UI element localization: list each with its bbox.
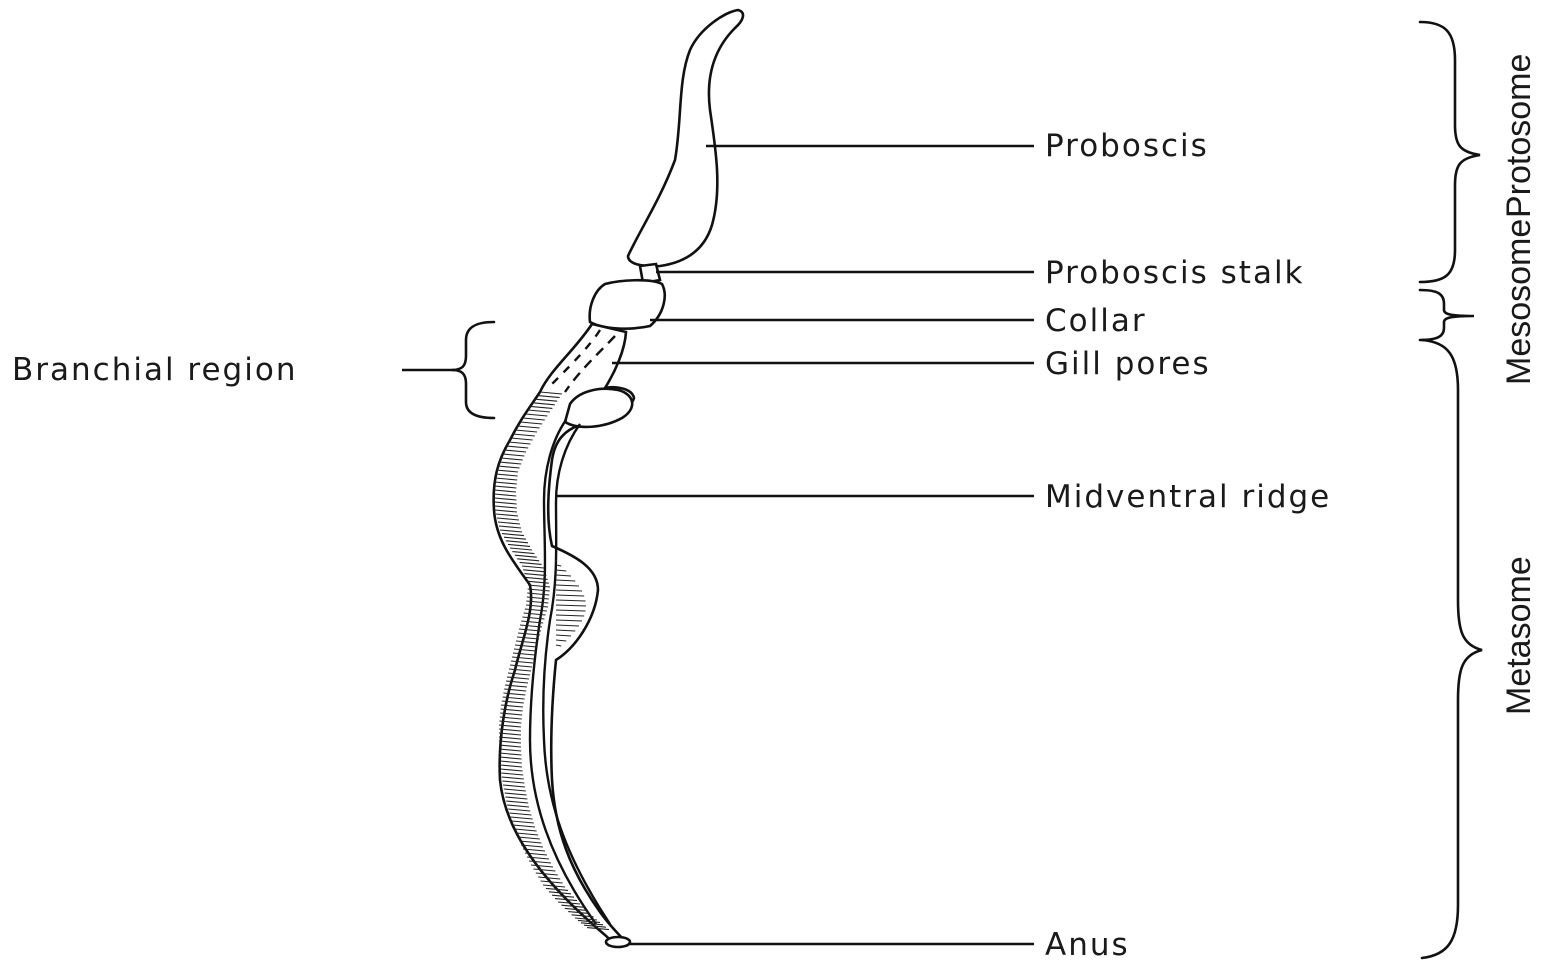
collar-shape (590, 280, 665, 328)
label-metasome: Metasome (1500, 556, 1538, 715)
label-mesosome: Mesosome (1500, 219, 1538, 385)
anus-tip (606, 937, 630, 947)
region-labels: Protosome Mesosome Metasome (1500, 54, 1538, 715)
label-protosome: Protosome (1500, 54, 1538, 218)
label-anus: Anus (1045, 927, 1130, 963)
metasome-brace (1422, 340, 1482, 958)
protosome-brace (1420, 22, 1480, 282)
mesosome-brace (1420, 290, 1474, 340)
worm-body (494, 10, 743, 947)
proboscis-shape (628, 10, 743, 266)
label-gill-pores: Gill pores (1045, 346, 1211, 382)
label-collar: Collar (1045, 303, 1147, 339)
label-midventral-ridge: Midventral ridge (1045, 479, 1331, 515)
label-branchial-region: Branchial region (12, 352, 297, 388)
branchial-brace (452, 322, 494, 418)
label-proboscis: Proboscis (1045, 128, 1209, 164)
label-proboscis-stalk: Proboscis stalk (1045, 255, 1305, 291)
leader-lines (402, 146, 1034, 944)
